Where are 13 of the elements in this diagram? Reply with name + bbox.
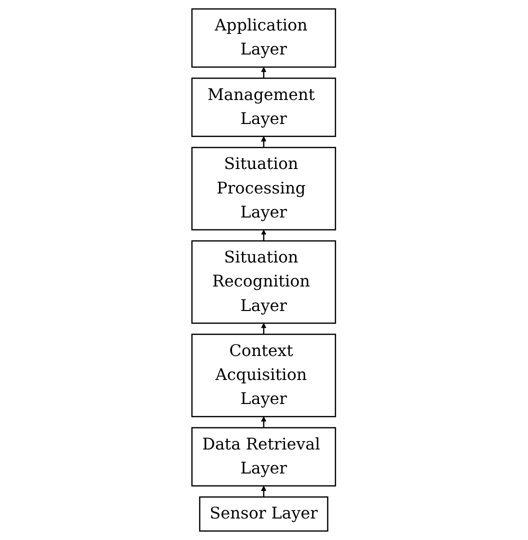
arrow <box>261 416 267 428</box>
node-box: Situation Processing Layer <box>192 146 336 230</box>
node-box: Management Layer <box>192 78 336 137</box>
node-box: Data Retrieval Layer <box>192 427 336 486</box>
node-box: Context Acquisition Layer <box>192 334 336 418</box>
arrow <box>261 136 267 148</box>
node-box: Application Layer <box>192 8 336 68</box>
arrow <box>261 486 267 498</box>
arrow <box>261 322 267 334</box>
arrow <box>261 66 267 78</box>
arrow <box>261 230 267 241</box>
node-box: Situation Recognition Layer <box>192 240 336 324</box>
node-box: Sensor Layer <box>199 496 329 532</box>
